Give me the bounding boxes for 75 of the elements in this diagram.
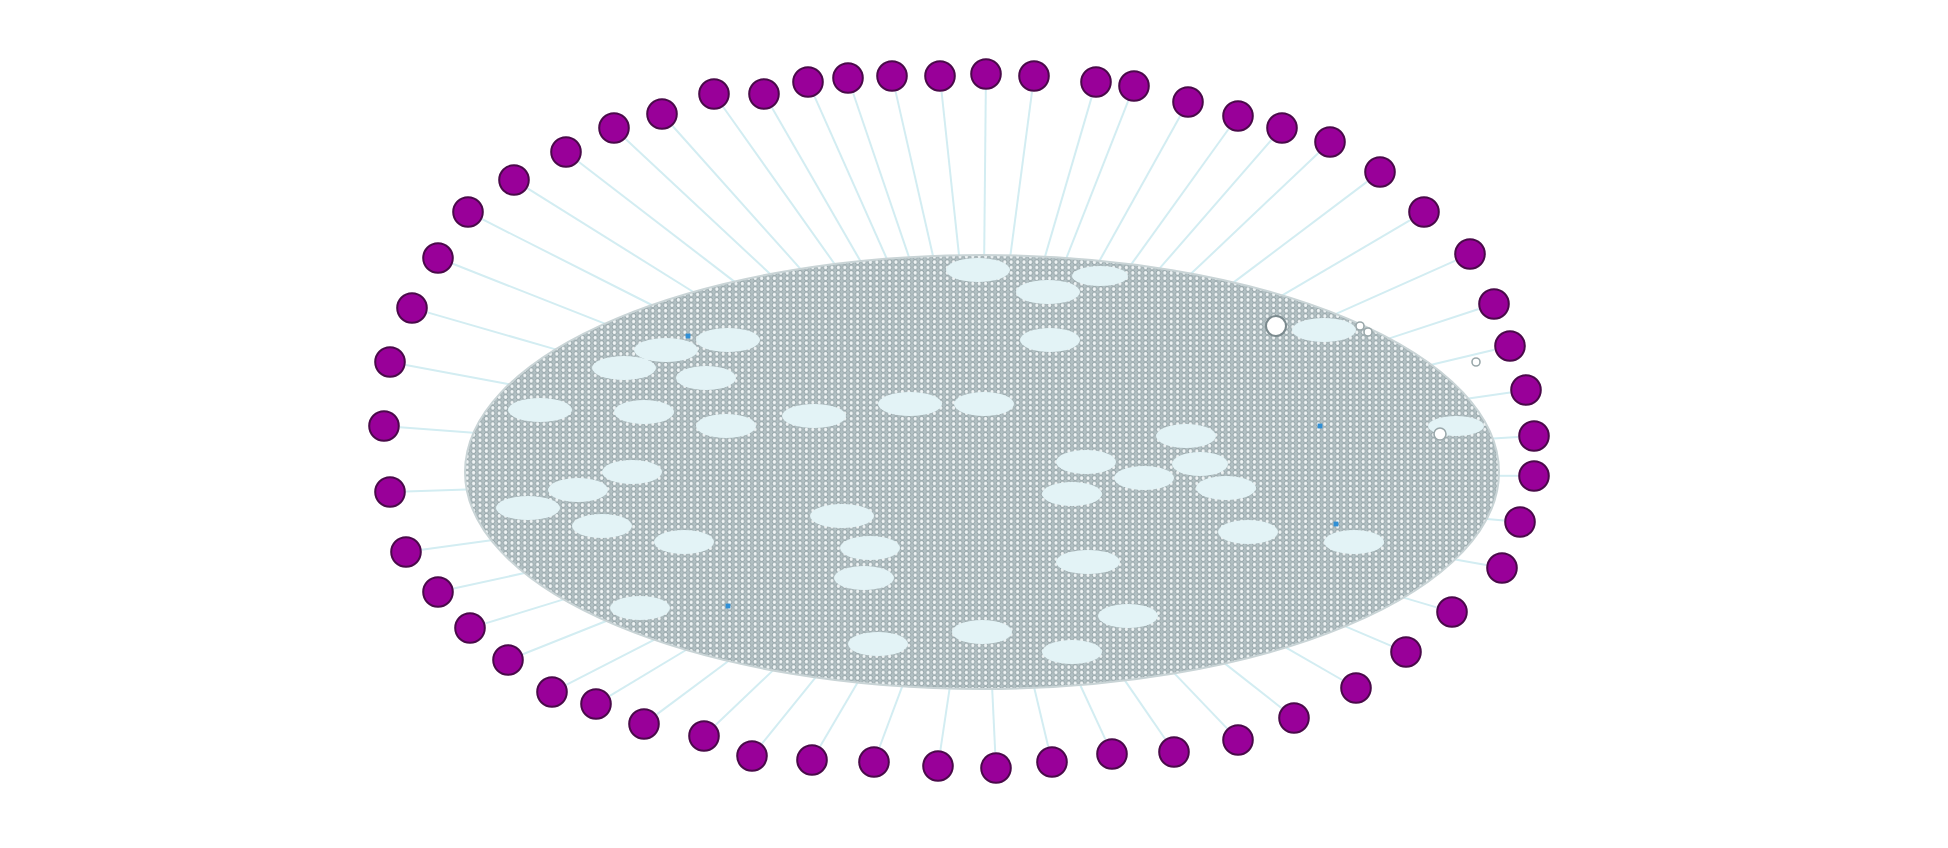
- connector-line: [624, 138, 772, 275]
- graph-node: [1408, 196, 1440, 228]
- graph-node: [396, 292, 428, 324]
- graph-node: [646, 98, 678, 130]
- graph-node: [1018, 60, 1050, 92]
- graph-node: [390, 536, 422, 568]
- connector-line: [1498, 474, 1519, 477]
- graph-node: [970, 58, 1002, 90]
- connector-line: [991, 688, 997, 753]
- connector-line: [761, 676, 817, 745]
- graph-node: [1266, 112, 1298, 144]
- graph-node: [1518, 460, 1550, 492]
- graph-node: [698, 78, 730, 110]
- connector-line: [878, 685, 904, 748]
- graph-node: [1158, 736, 1190, 768]
- connector-line: [1009, 90, 1033, 257]
- connector-line: [1033, 686, 1050, 748]
- connector-line: [1130, 128, 1230, 266]
- graph-node: [832, 62, 864, 94]
- graph-node: [1278, 702, 1310, 734]
- graph-node: [1504, 506, 1536, 538]
- connector-line: [813, 95, 888, 260]
- connector-line: [671, 125, 802, 270]
- connector-line: [1158, 139, 1273, 270]
- connector-line: [1098, 115, 1182, 262]
- graph-node: [876, 60, 908, 92]
- graph-node: [1494, 330, 1526, 362]
- connector-line: [405, 488, 468, 493]
- connector-line: [1232, 180, 1369, 284]
- graph-node: [422, 242, 454, 274]
- graph-node: [628, 708, 660, 740]
- connector-line: [771, 106, 862, 262]
- graph-node: [1364, 156, 1396, 188]
- graph-node: [858, 746, 890, 778]
- connector-line: [939, 687, 951, 752]
- graph-node: [922, 750, 954, 782]
- connector-line: [940, 91, 960, 257]
- graph-node: [1096, 738, 1128, 770]
- graph-node: [1080, 66, 1112, 98]
- connector-line: [983, 89, 987, 256]
- graph-node: [1222, 724, 1254, 756]
- graph-node: [1518, 420, 1550, 452]
- graph-node: [580, 688, 612, 720]
- graph-node: [1036, 746, 1068, 778]
- connector-line: [1079, 684, 1107, 741]
- graph-node: [924, 60, 956, 92]
- graph-node: [736, 740, 768, 772]
- connector-line: [1044, 96, 1093, 258]
- connector-line: [722, 106, 836, 265]
- graph-node: [422, 576, 454, 608]
- connector-line: [819, 681, 859, 748]
- graph-node: [1314, 126, 1346, 158]
- graph-node: [550, 136, 582, 168]
- connector-line: [852, 92, 910, 259]
- graph-node: [1222, 100, 1254, 132]
- graph-node: [374, 346, 406, 378]
- graph-node: [748, 78, 780, 110]
- graph-node: [796, 744, 828, 776]
- connector-line: [1124, 679, 1166, 740]
- graph-node: [374, 476, 406, 508]
- graph-node: [792, 66, 824, 98]
- graph-node: [452, 196, 484, 228]
- graph-node: [1172, 86, 1204, 118]
- connector-line: [1065, 99, 1130, 259]
- graph-node: [1118, 70, 1150, 102]
- graph-node: [688, 720, 720, 752]
- graph-node: [498, 164, 530, 196]
- graph-node: [598, 112, 630, 144]
- connector-line: [1190, 152, 1320, 275]
- graph-node: [980, 752, 1012, 784]
- graph-node: [1510, 374, 1542, 406]
- connector-line: [894, 90, 934, 257]
- graph-node: [368, 410, 400, 442]
- connector-line: [577, 160, 736, 283]
- connector-line: [399, 426, 475, 434]
